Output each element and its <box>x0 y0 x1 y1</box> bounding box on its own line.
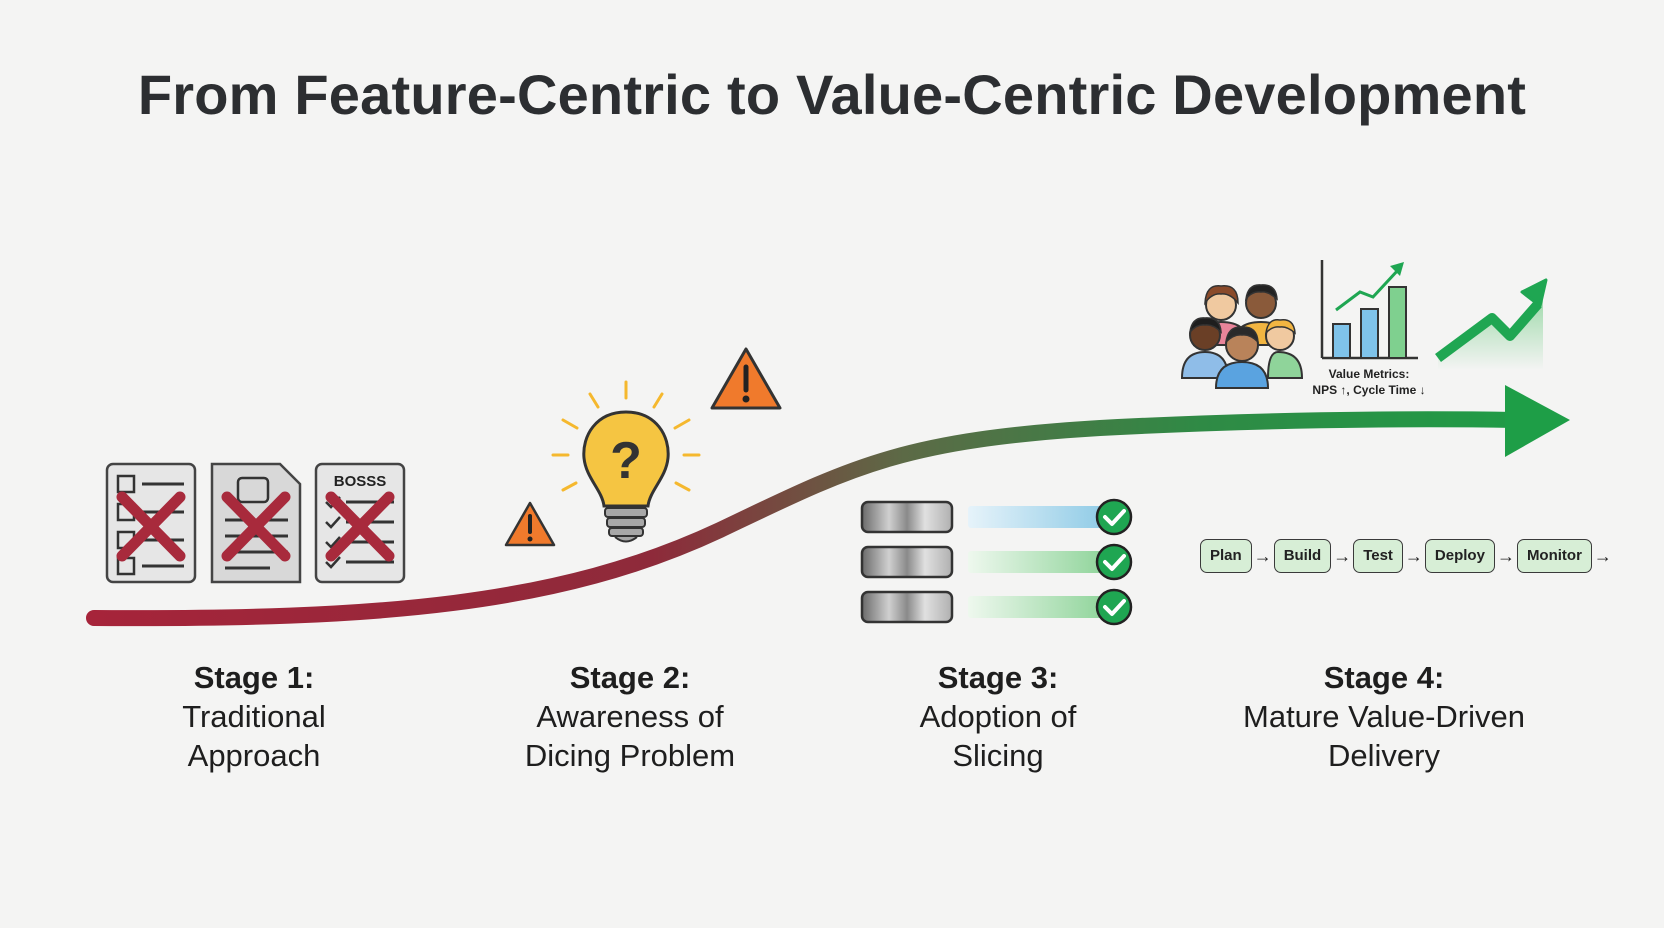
stage-2-label: Stage 2: Awareness of Dicing Problem <box>440 658 820 775</box>
stage-number: Stage 3: <box>937 660 1059 695</box>
bar-chart-icon <box>1320 260 1418 360</box>
slice-progress-bar <box>968 596 1106 618</box>
lightbulb-question-icon: ? <box>551 380 701 543</box>
value-metrics-title: Value Metrics: <box>1328 367 1410 381</box>
check-circle-icon <box>1095 588 1133 626</box>
stage-description: Mature Value-Driven Delivery <box>1243 699 1525 773</box>
stage-number: Stage 2: <box>569 660 691 695</box>
pipeline-step-deploy: Deploy <box>1424 539 1495 573</box>
arrow-head-icon <box>1505 385 1570 457</box>
stage2-icons: ? <box>504 347 782 547</box>
stage-3-label: Stage 3: Adoption of Slicing <box>808 658 1188 775</box>
stage-number: Stage 4: <box>1323 660 1445 695</box>
stage-number: Stage 1: <box>193 660 315 695</box>
team-icon <box>1180 284 1304 389</box>
bosss-doc-label: BOSSS <box>334 473 387 490</box>
pipeline-step-plan: Plan <box>1200 539 1252 573</box>
pipeline-arrow-icon: → <box>1253 546 1272 566</box>
stage3-icons <box>860 498 1133 626</box>
value-metrics-label: Value Metrics: NPS ↑, Cycle Time ↓ <box>1288 366 1450 398</box>
stage-description: Traditional Approach <box>182 699 326 773</box>
page-title: From Feature-Centric to Value-Centric De… <box>137 63 1527 126</box>
slice-row <box>860 543 1133 581</box>
stage4-icons <box>1180 260 1548 389</box>
check-circle-icon <box>1095 498 1133 536</box>
slice-bar-icon <box>860 590 954 624</box>
stage-1-label: Stage 1: Traditional Approach <box>64 658 444 775</box>
slice-row <box>860 588 1133 626</box>
slice-bar-icon <box>860 545 954 579</box>
stage-4-label: Stage 4: Mature Value-Driven Delivery <box>1194 658 1574 775</box>
slice-row <box>860 498 1133 536</box>
red-x-icon <box>116 491 186 562</box>
growth-arrow-icon <box>1435 278 1548 370</box>
value-metrics-detail: NPS ↑, Cycle Time ↓ <box>1312 383 1426 397</box>
bosss-doc-icon: BOSSS <box>314 462 406 584</box>
transformation-arrow <box>86 385 1570 627</box>
warning-icon <box>504 501 556 547</box>
pipeline-arrow-icon: → <box>1593 546 1612 566</box>
slice-bar-icon <box>860 500 954 534</box>
stage1-icons: BOSSS <box>105 462 406 584</box>
slice-progress-bar <box>968 551 1106 573</box>
checklist-doc-icon <box>105 462 197 584</box>
warning-icon <box>710 347 782 410</box>
pipeline-arrow-icon: → <box>1496 546 1515 566</box>
stage-description: Adoption of Slicing <box>919 699 1077 773</box>
slice-progress-bar <box>968 506 1106 528</box>
pipeline-step-monitor: Monitor <box>1516 539 1592 573</box>
check-circle-icon <box>1095 543 1133 581</box>
pipeline-step-test: Test <box>1353 539 1403 573</box>
svg-text:?: ? <box>610 432 642 490</box>
delivery-pipeline: Plan → Build → Test → Deploy → Monitor → <box>1200 538 1614 574</box>
pipeline-step-build: Build <box>1273 539 1332 573</box>
red-x-icon <box>221 491 291 562</box>
red-x-icon <box>325 491 395 562</box>
stage-description: Awareness of Dicing Problem <box>524 699 736 773</box>
pipeline-arrow-icon: → <box>1333 546 1352 566</box>
pipeline-arrow-icon: → <box>1404 546 1423 566</box>
document-icon <box>210 462 302 584</box>
